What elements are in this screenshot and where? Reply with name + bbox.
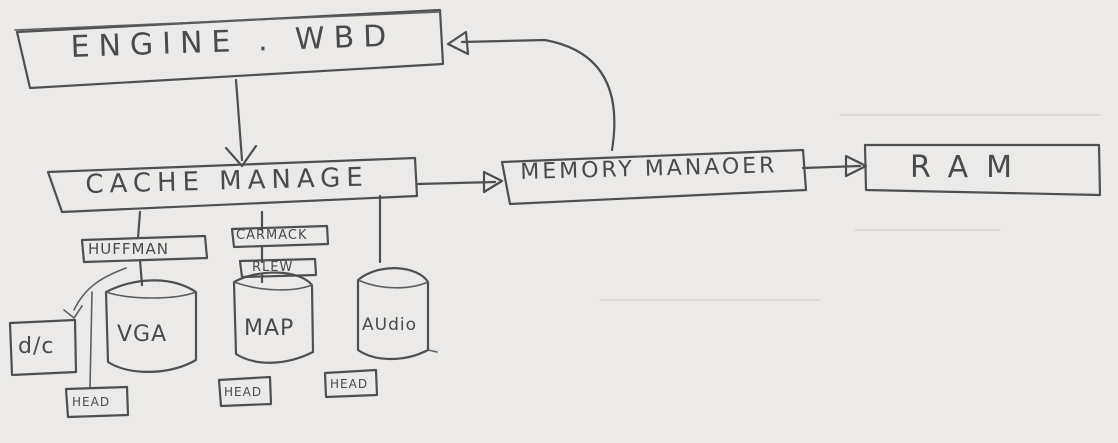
dict-box bbox=[8, 318, 78, 377]
head-map-label: HEAD bbox=[224, 385, 263, 399]
audio-disk bbox=[356, 267, 430, 360]
arrow-cache-to-memory bbox=[415, 180, 497, 186]
cache-manager-box bbox=[46, 156, 419, 214]
ram-box bbox=[863, 143, 1102, 197]
head-audio-label: HEAD bbox=[330, 377, 369, 391]
vga-disk bbox=[104, 279, 198, 373]
memory-manager-box bbox=[500, 148, 808, 206]
map-label: MAP bbox=[244, 316, 295, 341]
huffman-label: HUFFMAN bbox=[88, 240, 169, 258]
arrow-engine-to-cache bbox=[234, 78, 244, 162]
ram-label: RAM bbox=[910, 150, 1031, 185]
map-disk bbox=[232, 271, 315, 364]
head-map-box bbox=[217, 375, 273, 408]
rlew-box bbox=[238, 257, 318, 279]
head-vga-box bbox=[64, 385, 130, 419]
head-audio-box bbox=[323, 368, 379, 399]
vga-label: VGA bbox=[117, 322, 168, 347]
carmack-label: CARMACK bbox=[236, 228, 308, 243]
huffman-box bbox=[80, 234, 209, 264]
head-vga-label: HEAD bbox=[72, 395, 111, 409]
arrow-memory-to-ram bbox=[801, 164, 862, 170]
rlew-label: RLEW bbox=[252, 260, 294, 275]
dict-label: d/c bbox=[18, 334, 55, 359]
arrow-memory-to-engine bbox=[460, 38, 616, 152]
carmack-box bbox=[230, 224, 330, 249]
audio-label: AUdio bbox=[362, 315, 417, 335]
